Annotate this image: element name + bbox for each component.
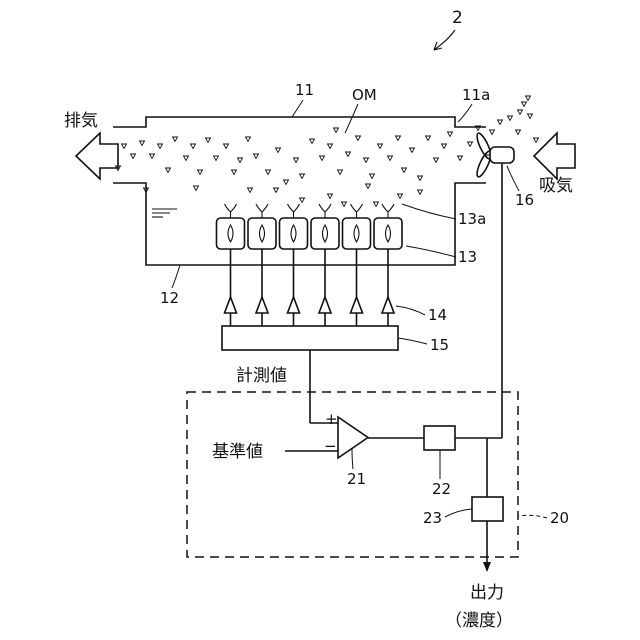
odor-particle xyxy=(224,144,229,149)
odor-particle xyxy=(310,139,315,144)
label-liquid-tank: 12 xyxy=(160,289,179,307)
label-measurement-unit: 15 xyxy=(430,336,449,354)
measurement-unit-box xyxy=(222,326,398,350)
odor-particle xyxy=(366,184,371,189)
odor-particle xyxy=(266,170,271,175)
odor-particle xyxy=(150,154,155,159)
measured-value-label: 計測値 xyxy=(236,366,287,386)
label-chamber: 11 xyxy=(295,81,314,99)
output-detail-label: （濃度） xyxy=(445,611,513,631)
label-fan: 16 xyxy=(515,191,534,209)
odor-particle xyxy=(140,141,145,146)
plus-sign: + xyxy=(325,410,338,428)
odor-particle xyxy=(426,136,431,141)
output-arrowhead xyxy=(483,562,491,572)
odor-particle xyxy=(328,194,333,199)
intake-label: 吸気 xyxy=(539,176,573,196)
odor-particle xyxy=(528,114,533,119)
odor-particle xyxy=(198,170,203,175)
odor-particle xyxy=(388,156,393,161)
odor-particle xyxy=(334,128,339,133)
odor-particle xyxy=(232,170,237,175)
odor-particle xyxy=(468,142,473,147)
minus-sign: − xyxy=(324,437,337,455)
odor-particle xyxy=(300,198,305,203)
output-label: 出力 xyxy=(470,583,504,603)
intake-arrow xyxy=(534,133,575,179)
odor-particle xyxy=(284,180,289,185)
controller-box xyxy=(424,426,455,450)
odor-particle xyxy=(131,154,136,159)
odor-particle xyxy=(346,152,351,157)
fan-icon xyxy=(474,132,514,179)
odor-particle xyxy=(402,168,407,173)
odor-particle xyxy=(206,138,211,143)
odor-particle xyxy=(300,174,305,179)
odor-particle xyxy=(191,144,196,149)
odor-particle xyxy=(442,144,447,149)
odor-particle xyxy=(374,202,379,207)
odor-particle xyxy=(418,176,423,181)
label-receptor: 13a xyxy=(458,210,486,228)
odor-particles xyxy=(116,96,539,207)
odor-particle xyxy=(254,154,259,159)
odor-particle xyxy=(248,188,253,193)
odor-particle xyxy=(194,186,199,191)
exhaust-label: 排気 xyxy=(64,111,98,131)
odor-particle xyxy=(338,170,343,175)
figure-number: 2 xyxy=(452,8,463,28)
odor-particle xyxy=(458,156,463,161)
comparator-triangle xyxy=(338,417,368,458)
odor-particle xyxy=(246,137,251,142)
label-om: OM xyxy=(352,86,377,104)
odor-particle xyxy=(238,158,243,163)
odor-particle xyxy=(398,194,403,199)
odor-particle xyxy=(522,102,527,107)
odor-particle xyxy=(526,96,531,101)
odor-particle xyxy=(294,158,299,163)
odor-particle xyxy=(276,148,281,153)
odor-particle xyxy=(364,158,369,163)
reference-value-label: 基準値 xyxy=(212,442,263,462)
odor-particle xyxy=(173,137,178,142)
label-converter: 23 xyxy=(423,509,442,527)
odor-particle xyxy=(356,136,361,141)
figure-pointer-arrow xyxy=(434,30,455,50)
odor-particle xyxy=(498,120,503,125)
converter-box xyxy=(472,497,503,521)
label-inlet: 11a xyxy=(462,86,490,104)
odor-particle xyxy=(214,156,219,161)
liquid-surface xyxy=(152,209,177,217)
odor-particle xyxy=(378,144,383,149)
odor-particle xyxy=(158,144,163,149)
odor-particle xyxy=(418,190,423,195)
odor-particle xyxy=(184,156,189,161)
odor-particle xyxy=(534,138,539,143)
odor-particle xyxy=(518,110,523,115)
label-comparator: 21 xyxy=(347,470,366,488)
label-sensor-array: 13 xyxy=(458,248,477,266)
label-processing-unit: 20 xyxy=(550,509,569,527)
odor-particle xyxy=(274,188,279,193)
odor-particle xyxy=(516,130,521,135)
odor-particle xyxy=(122,144,127,149)
odor-particle xyxy=(508,116,513,121)
label-amplifiers: 14 xyxy=(428,306,447,324)
odor-particle xyxy=(410,148,415,153)
odor-particle xyxy=(490,130,495,135)
odor-particle xyxy=(448,132,453,137)
exhaust-arrow xyxy=(76,133,118,179)
odor-particle xyxy=(320,156,325,161)
odor-particle xyxy=(396,136,401,141)
odor-particle xyxy=(328,144,333,149)
odor-particle xyxy=(166,168,171,173)
odor-particle xyxy=(370,174,375,179)
odor-particle xyxy=(342,202,347,207)
label-controller: 22 xyxy=(432,480,451,498)
odor-particle xyxy=(434,158,439,163)
